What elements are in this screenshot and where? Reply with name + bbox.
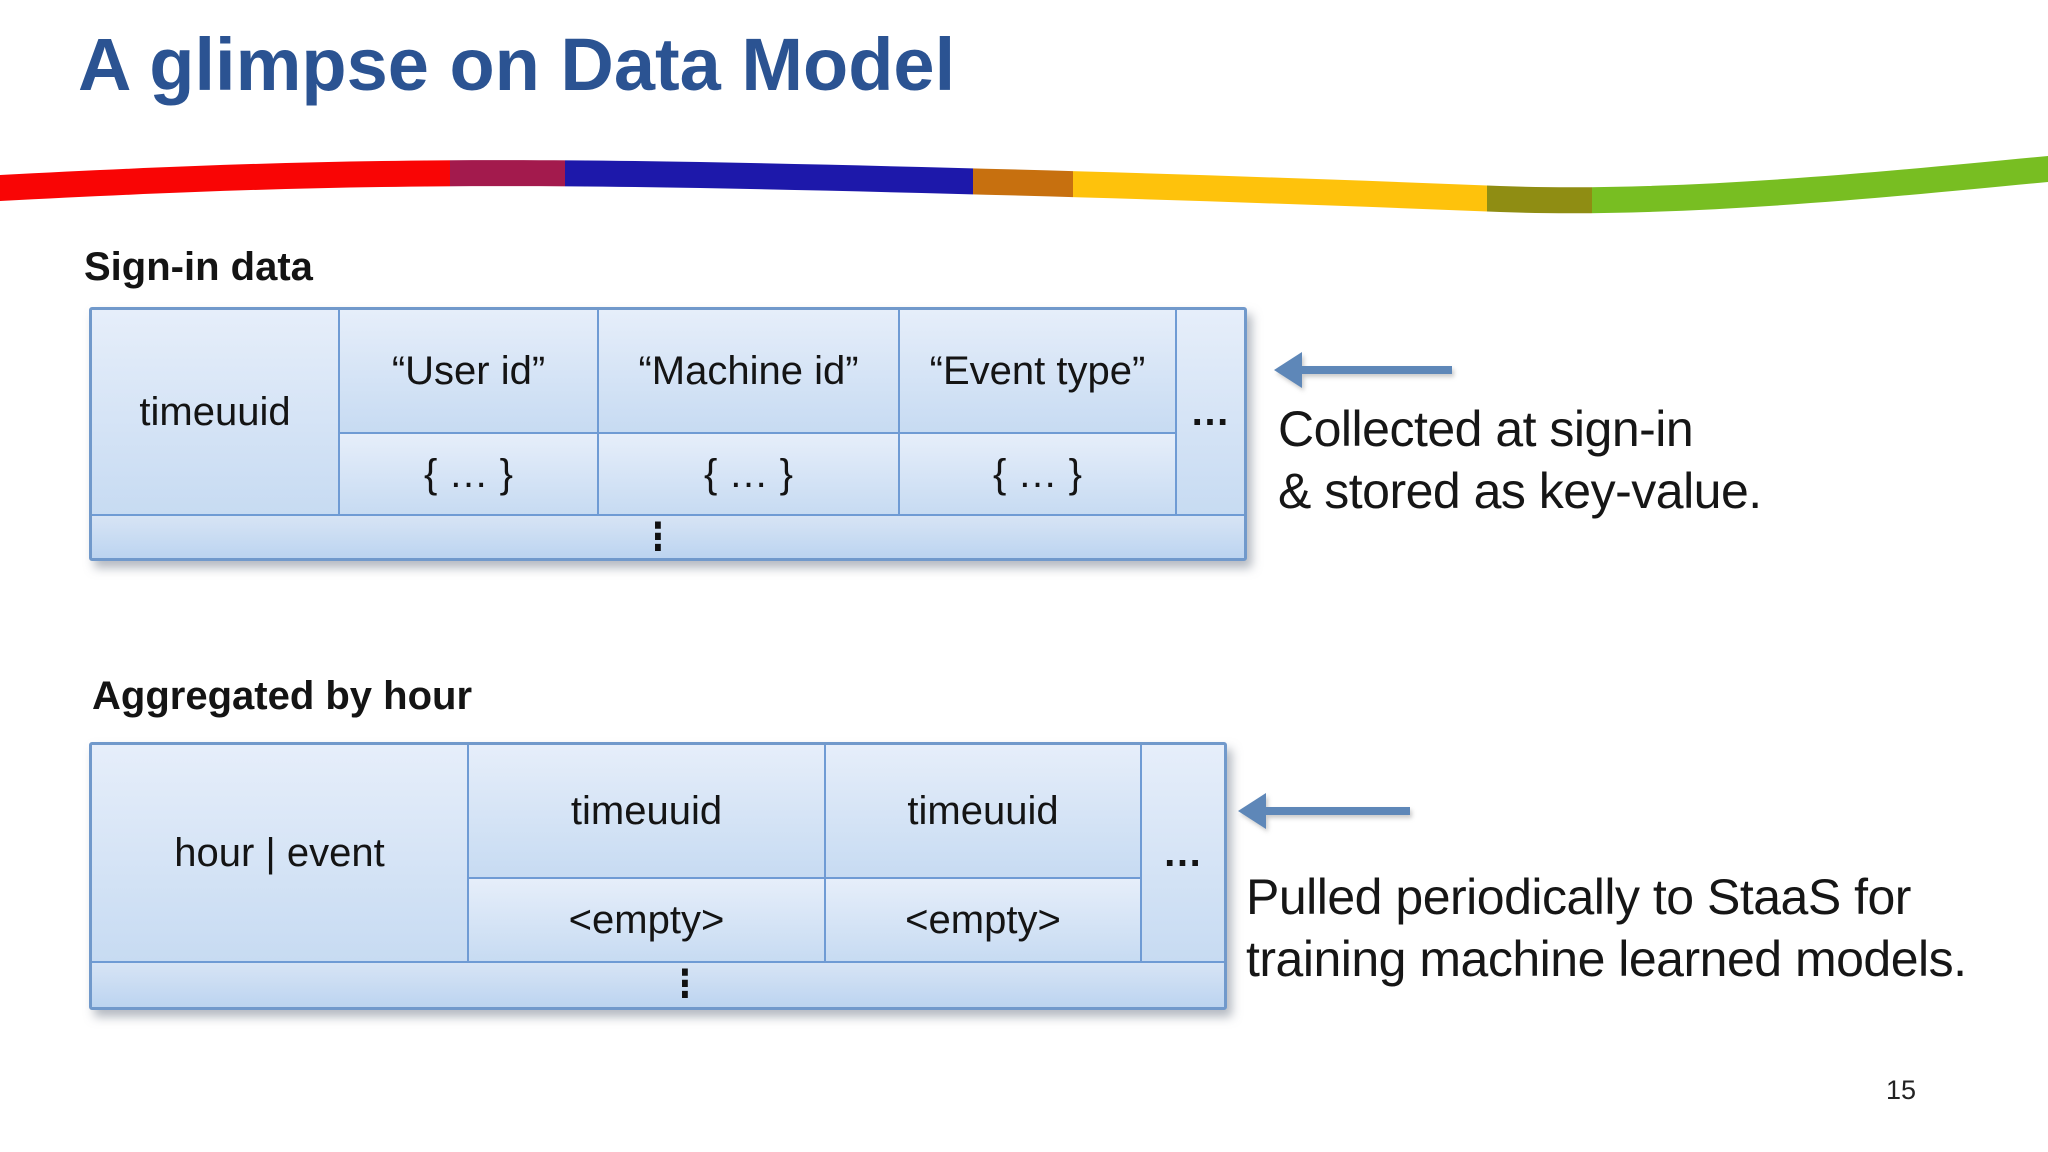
- signin-table: timeuuid “User id” { … } “Machine id” { …: [89, 307, 1247, 561]
- ribbon-swoosh-graphic: [0, 156, 2048, 214]
- signin-more-rows-cell: ⋮: [92, 514, 1244, 559]
- hourly-more-columns-cell: …: [1142, 745, 1224, 961]
- signin-annotation: Collected at sign-in & stored as key-val…: [1278, 398, 1762, 522]
- vertical-ellipsis-icon: ⋮: [668, 961, 702, 1006]
- signin-event-type-value: { … }: [900, 434, 1175, 514]
- signin-event-type-header: “Event type”: [900, 310, 1175, 432]
- hourly-empty-value-2: <empty>: [826, 879, 1140, 961]
- hourly-table: hour | event timeuuid <empty> timeuuid <…: [89, 742, 1227, 1010]
- page-number: 15: [1886, 1075, 1917, 1105]
- hourly-rowkey-cell: hour | event: [92, 745, 467, 961]
- vertical-ellipsis-icon: ⋮: [641, 514, 675, 559]
- annotation-line: & stored as key-value.: [1278, 463, 1762, 519]
- signin-more-columns-cell: …: [1177, 310, 1244, 514]
- signin-machine-id-value: { … }: [599, 434, 898, 514]
- signin-table-label: Sign-in data: [84, 245, 313, 289]
- ribbon-band: [0, 156, 2048, 214]
- annotation-line: Pulled periodically to StaaS for: [1246, 869, 1911, 925]
- left-arrow-icon: [1238, 793, 1410, 829]
- signin-rowkey-cell: timeuuid: [92, 310, 338, 514]
- hourly-annotation: Pulled periodically to StaaS for trainin…: [1246, 866, 1967, 990]
- hourly-timeuuid-header-1: timeuuid: [469, 745, 824, 877]
- signin-user-id-header: “User id”: [340, 310, 597, 432]
- hourly-timeuuid-header-2: timeuuid: [826, 745, 1140, 877]
- hourly-table-label: Aggregated by hour: [92, 674, 473, 718]
- page-title: A glimpse on Data Model: [78, 23, 956, 106]
- left-arrow-icon: [1274, 352, 1452, 388]
- annotation-line: training machine learned models.: [1246, 931, 1967, 987]
- hourly-empty-value-1: <empty>: [469, 879, 824, 961]
- annotation-line: Collected at sign-in: [1278, 401, 1694, 457]
- signin-machine-id-header: “Machine id”: [599, 310, 898, 432]
- signin-user-id-value: { … }: [340, 434, 597, 514]
- hourly-more-rows-cell: ⋮: [92, 961, 1224, 1007]
